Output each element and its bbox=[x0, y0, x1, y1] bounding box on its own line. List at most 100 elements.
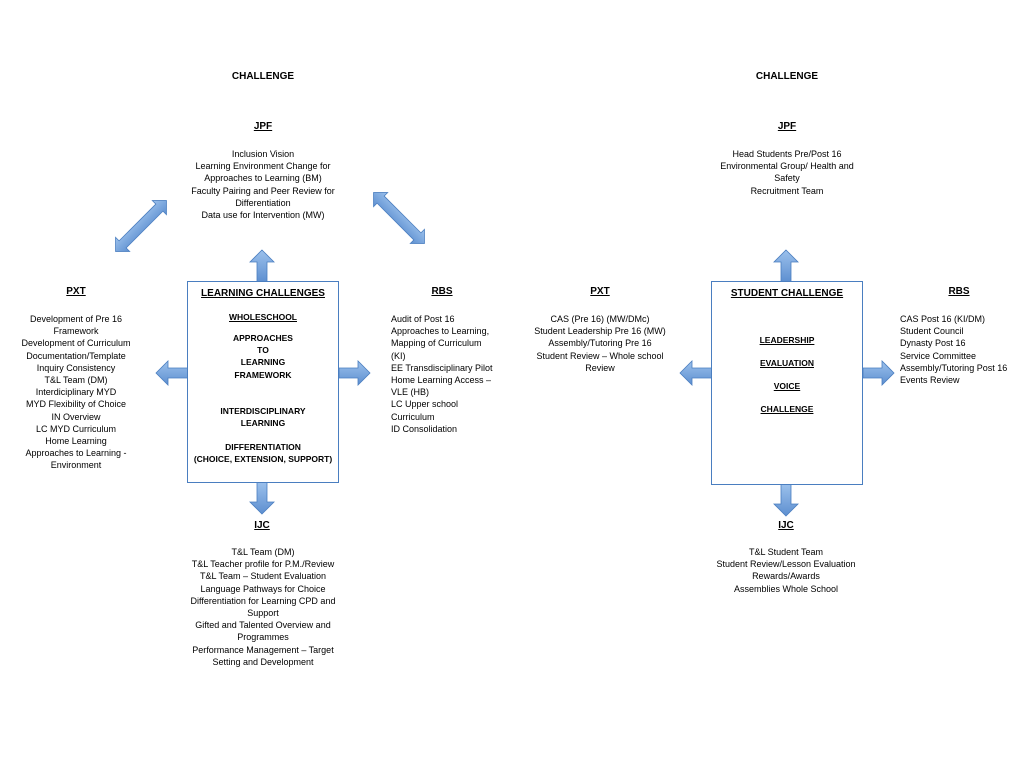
right-pxt-list: CAS (Pre 16) (MW/DMc) Student Leadership… bbox=[520, 313, 680, 374]
list-item: Head Students Pre/Post 16 bbox=[732, 149, 842, 159]
box-item: CHALLENGE bbox=[760, 404, 814, 414]
arrow-left-left bbox=[155, 360, 189, 386]
right-ijc-heading: IJC bbox=[778, 520, 794, 531]
list-item: Interdiciplinary MYD bbox=[35, 387, 117, 398]
left-challenge-title: CHALLENGE bbox=[231, 71, 295, 82]
learning-challenges-box: LEARNING CHALLENGES WHOLESCHOOL APPROACH… bbox=[187, 281, 339, 483]
right-challenge-title: CHALLENGE bbox=[755, 71, 819, 82]
student-challenge-heading: STUDENT CHALLENGE bbox=[730, 288, 844, 299]
list-item: CAS Post 16 (KI/DM) bbox=[900, 314, 986, 324]
box-item: LEADERSHIP bbox=[759, 335, 815, 345]
list-item: Student Leadership Pre 16 (MW) bbox=[534, 326, 666, 337]
list-item: Student Review – Whole school bbox=[536, 350, 664, 361]
list-item: Support bbox=[247, 608, 279, 619]
list-item: Inquiry Consistency bbox=[36, 362, 116, 373]
box-item: APPROACHES bbox=[233, 333, 293, 343]
box-item: INTERDISCIPLINARY bbox=[220, 405, 306, 416]
box-item: LEARNING bbox=[240, 418, 286, 429]
left-pxt-heading: PXT bbox=[66, 286, 86, 297]
list-item: Home Learning Access – bbox=[391, 375, 492, 386]
student-challenge-box: STUDENT CHALLENGE LEADERSHIP EVALUATION … bbox=[711, 281, 863, 485]
arrow-diagonal-left bbox=[115, 200, 167, 252]
list-item: Environment bbox=[50, 460, 102, 471]
box-item: DIFFERENTIATION bbox=[225, 442, 301, 453]
list-item: Assemblies Whole School bbox=[733, 583, 839, 594]
list-item: (KI) bbox=[391, 350, 406, 361]
left-ijc-heading: IJC bbox=[254, 520, 270, 531]
learning-challenges-heading: LEARNING CHALLENGES bbox=[201, 288, 325, 299]
list-item: Assembly/Tutoring Post 16 bbox=[900, 362, 1008, 373]
list-item: Safety bbox=[774, 173, 800, 184]
left-ijc-list: T&L Team (DM) T&L Teacher profile for P.… bbox=[168, 546, 358, 668]
right-ijc-list: T&L Student Team Student Review/Lesson E… bbox=[691, 546, 881, 595]
list-item: Development of Curriculum bbox=[21, 338, 131, 349]
list-item: Data use for Intervention (MW) bbox=[201, 210, 325, 221]
box-item: VOICE bbox=[773, 381, 801, 391]
box-item: FRAMEWORK bbox=[234, 369, 292, 380]
list-item: Approaches to Learning, bbox=[391, 326, 490, 337]
right-rbs-heading: RBS bbox=[948, 286, 970, 297]
list-item: Performance Management – Target bbox=[192, 644, 334, 655]
arrow-up-left bbox=[249, 249, 275, 283]
left-rbs-list: Audit of Post 16 Approaches to Learning,… bbox=[391, 313, 521, 435]
list-item: Student Council bbox=[900, 326, 964, 337]
list-item: CAS (Pre 16) (MW/DMc) bbox=[550, 314, 650, 324]
list-item: Assembly/Tutoring Pre 16 bbox=[548, 338, 652, 349]
list-item: Learning Environment Change for bbox=[195, 161, 331, 172]
list-item: T&L Team – Student Evaluation bbox=[199, 571, 327, 582]
right-jpf-list: Head Students Pre/Post 16 Environmental … bbox=[697, 148, 877, 197]
list-item: T&L Team (DM) bbox=[44, 375, 108, 386]
list-item: Development of Pre 16 bbox=[29, 314, 123, 324]
list-item: Student Review/Lesson Evaluation bbox=[716, 559, 856, 570]
right-rbs-list: CAS Post 16 (KI/DM) Student Council Dyna… bbox=[900, 313, 1022, 386]
arrow-up-right bbox=[773, 249, 799, 283]
box-item: TO bbox=[257, 345, 269, 356]
list-item: T&L Student Team bbox=[748, 547, 824, 557]
list-item: Differentiation bbox=[235, 197, 291, 208]
list-item: Documentation/Template bbox=[26, 350, 126, 361]
arrow-left-right bbox=[679, 360, 713, 386]
list-item: Audit of Post 16 bbox=[391, 314, 455, 324]
list-item: Recruitment Team bbox=[750, 185, 824, 196]
list-item: Rewards/Awards bbox=[752, 571, 820, 582]
arrow-diagonal-right bbox=[373, 192, 425, 244]
right-pxt-heading: PXT bbox=[590, 286, 610, 297]
list-item: Service Committee bbox=[900, 350, 977, 361]
list-item: LC MYD Curriculum bbox=[35, 423, 116, 434]
list-item: Framework bbox=[53, 326, 99, 337]
list-item: Gifted and Talented Overview and bbox=[195, 620, 331, 631]
box-item: LEARNING bbox=[240, 357, 286, 368]
list-item: EE Transdisciplinary Pilot bbox=[391, 362, 493, 373]
list-item: Programmes bbox=[237, 632, 289, 643]
list-item: T&L Team (DM) bbox=[231, 547, 295, 557]
arrow-right-right bbox=[862, 360, 895, 386]
arrow-down-right bbox=[773, 483, 799, 517]
list-item: LC Upper school bbox=[391, 399, 459, 410]
list-item: IN Overview bbox=[51, 411, 101, 422]
list-item: Curriculum bbox=[391, 411, 435, 422]
left-jpf-list: Inclusion Vision Learning Environment Ch… bbox=[168, 148, 358, 221]
left-jpf-heading: JPF bbox=[253, 121, 273, 132]
list-item: Dynasty Post 16 bbox=[900, 338, 966, 349]
list-item: Approaches to Learning - bbox=[25, 448, 127, 459]
list-item: VLE (HB) bbox=[391, 387, 430, 398]
list-item: Differentiation for Learning CPD and bbox=[190, 595, 336, 606]
list-item: Events Review bbox=[900, 375, 960, 386]
right-jpf-heading: JPF bbox=[777, 121, 797, 132]
list-item: Review bbox=[585, 362, 615, 373]
list-item: Home Learning bbox=[45, 436, 107, 447]
box-item: EVALUATION bbox=[760, 358, 814, 368]
list-item: Faculty Pairing and Peer Review for bbox=[191, 185, 335, 196]
list-item: Setting and Development bbox=[212, 656, 314, 667]
list-item: Language Pathways for Choice bbox=[200, 583, 326, 594]
left-rbs-heading: RBS bbox=[431, 286, 453, 297]
list-item: MYD Flexibility of Choice bbox=[25, 399, 127, 410]
box-item: (CHOICE, EXTENSION, SUPPORT) bbox=[193, 454, 333, 465]
arrow-right-left bbox=[338, 360, 371, 386]
left-pxt-list: Development of Pre 16 Framework Developm… bbox=[6, 313, 146, 472]
list-item: Environmental Group/ Health and bbox=[720, 161, 854, 172]
list-item: T&L Teacher profile for P.M./Review bbox=[191, 559, 335, 570]
list-item: ID Consolidation bbox=[391, 423, 458, 434]
list-item: Approaches to Learning (BM) bbox=[204, 173, 322, 184]
